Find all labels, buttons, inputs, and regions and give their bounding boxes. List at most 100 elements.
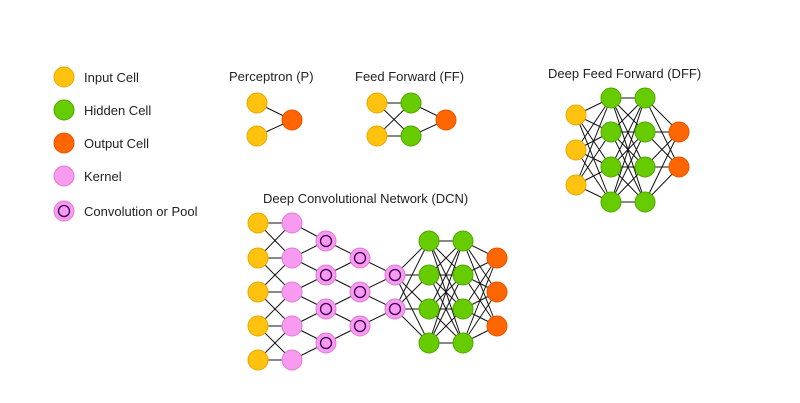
- dcn-conv-ring: [353, 285, 367, 299]
- dcn-conv-node: [349, 247, 371, 269]
- legend-conv-ring: [57, 204, 71, 218]
- dcn-hidden-node: [452, 264, 474, 286]
- dcn-hidden-node: [452, 298, 474, 320]
- dff-title: Deep Feed Forward (DFF): [548, 66, 701, 81]
- dcn-kernel-node: [281, 247, 303, 269]
- dff-edge: [575, 97, 612, 186]
- dcn-input-node: [247, 315, 269, 337]
- dff-output-node: [668, 156, 690, 178]
- dff-edge: [575, 131, 612, 186]
- dcn-input-node: [247, 349, 269, 371]
- dcn-kernel-node: [281, 315, 303, 337]
- dff-hidden-node: [634, 156, 656, 178]
- dcn-hidden-node: [418, 298, 440, 320]
- dcn-conv-ring: [388, 302, 402, 316]
- dcn-conv-ring: [319, 268, 333, 282]
- dcn-conv-node: [315, 230, 337, 252]
- legend-hidden-swatch: [53, 99, 75, 121]
- legend: Input Cell Hidden Cell Output Cell Kerne…: [53, 66, 198, 222]
- dcn-kernel-node: [281, 212, 303, 234]
- dcn-output-node: [486, 281, 508, 303]
- dcn-conv-ring: [353, 251, 367, 265]
- dff-hidden-node: [634, 87, 656, 109]
- legend-item-kernel: Kernel: [53, 165, 122, 187]
- legend-conv-label: Convolution or Pool: [84, 204, 198, 219]
- legend-item-conv: Convolution or Pool: [53, 200, 198, 222]
- legend-item-hidden: Hidden Cell: [53, 99, 151, 121]
- dcn-input-node: [247, 212, 269, 234]
- legend-kernel-swatch: [53, 165, 75, 187]
- perceptron-output-node: [281, 109, 303, 131]
- dff-edge: [610, 97, 646, 203]
- dff-hidden-node: [600, 121, 622, 143]
- dcn-conv-ring: [319, 234, 333, 248]
- legend-output-swatch: [53, 132, 75, 154]
- legend-output-label: Output Cell: [84, 136, 149, 151]
- dcn-conv-ring: [319, 336, 333, 350]
- perceptron-input-node: [246, 125, 268, 147]
- legend-item-input: Input Cell: [53, 66, 139, 88]
- dff-hidden-node: [634, 191, 656, 213]
- dcn-output-node: [486, 247, 508, 269]
- dcn-hidden-node: [452, 332, 474, 354]
- dcn-conv-node: [384, 264, 406, 286]
- dcn-nodes: [247, 212, 508, 371]
- ff-input-node: [366, 92, 388, 114]
- ff-title: Feed Forward (FF): [355, 69, 464, 84]
- legend-input-label: Input Cell: [84, 70, 139, 85]
- ff-input-node: [366, 125, 388, 147]
- dcn-network: [247, 212, 508, 371]
- dcn-input-node: [247, 281, 269, 303]
- dcn-hidden-node: [418, 264, 440, 286]
- dcn-output-node: [486, 315, 508, 337]
- dff-input-node: [565, 174, 587, 196]
- ff-hidden-node: [400, 125, 422, 147]
- dcn-input-node: [247, 247, 269, 269]
- dff-input-node: [565, 104, 587, 126]
- dcn-edge: [428, 274, 464, 344]
- dcn-edge: [428, 240, 464, 344]
- dcn-edge: [394, 240, 430, 310]
- perceptron-input-node: [246, 92, 268, 114]
- dff-input-node: [565, 139, 587, 161]
- dcn-conv-node: [315, 298, 337, 320]
- legend-kernel-label: Kernel: [84, 169, 122, 184]
- dff-edge: [610, 97, 646, 168]
- perceptron-title: Perceptron (P): [229, 69, 314, 84]
- legend-conv-swatch: [53, 200, 75, 222]
- dcn-kernel-node: [281, 281, 303, 303]
- dcn-conv-ring: [388, 268, 402, 282]
- dcn-title: Deep Convolutional Network (DCN): [263, 191, 468, 206]
- ff-hidden-node: [400, 92, 422, 114]
- dcn-conv-ring: [319, 302, 333, 316]
- dff-hidden-node: [600, 87, 622, 109]
- ff-output-node: [435, 109, 457, 131]
- dcn-conv-ring: [353, 319, 367, 333]
- dff-nodes: [565, 87, 690, 213]
- dff-edge: [644, 131, 680, 203]
- dff-output-node: [668, 121, 690, 143]
- dcn-conv-node: [384, 298, 406, 320]
- dff-hidden-node: [634, 121, 656, 143]
- dcn-conv-node: [315, 264, 337, 286]
- dcn-edge: [428, 240, 464, 310]
- perceptron-nodes: [246, 92, 303, 147]
- dcn-conv-node: [349, 281, 371, 303]
- legend-input-swatch: [53, 66, 75, 88]
- dff-hidden-node: [600, 156, 622, 178]
- dff-edge: [610, 131, 646, 203]
- dcn-edge: [462, 257, 498, 344]
- dcn-conv-node: [315, 332, 337, 354]
- legend-item-output: Output Cell: [53, 132, 149, 154]
- dff-network: [565, 87, 690, 213]
- dcn-kernel-node: [281, 349, 303, 371]
- dcn-hidden-node: [452, 230, 474, 252]
- legend-hidden-label: Hidden Cell: [84, 103, 151, 118]
- ff-network: [366, 92, 457, 147]
- dcn-conv-node: [349, 315, 371, 337]
- dff-edges: [575, 97, 680, 203]
- perceptron-network: [246, 92, 303, 147]
- ff-nodes: [366, 92, 457, 147]
- dff-hidden-node: [600, 191, 622, 213]
